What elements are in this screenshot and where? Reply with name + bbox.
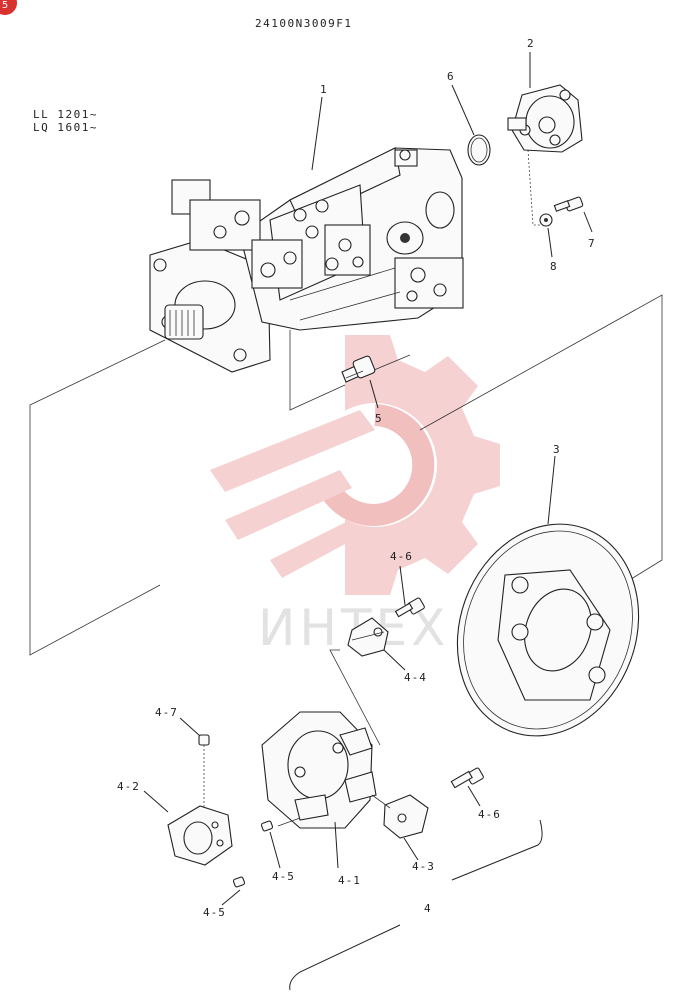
bolt-4-6-upper — [394, 597, 425, 618]
main-pump — [149, 147, 464, 373]
callout-4: 4 — [424, 902, 432, 915]
serial-note-ll: LL 1201~ — [33, 108, 98, 121]
group-4-bracket — [289, 819, 543, 991]
bolt-4-6-lower — [450, 767, 484, 789]
drawing-code: 24100N3009F1 — [255, 17, 352, 30]
callout-4-7: 4-7 — [155, 706, 178, 719]
assembly-outline — [29, 294, 663, 656]
corner-badge-text: 5 — [2, 0, 8, 11]
callout-5: 5 — [375, 412, 383, 425]
hub-4-2 — [167, 805, 233, 866]
callout-4-3: 4-3 — [412, 860, 435, 873]
gear-pump-2 — [507, 84, 583, 153]
callout-4-1: 4-1 — [338, 874, 361, 887]
callout-4-2: 4-2 — [117, 780, 140, 793]
callout-4-4: 4-4 — [404, 671, 427, 684]
screw-4-7 — [198, 734, 210, 746]
pin-4-5-upper — [260, 820, 274, 832]
o-ring-6 — [467, 134, 491, 166]
callout-2: 2 — [527, 37, 535, 50]
callout-7: 7 — [588, 237, 596, 250]
bolt-7 — [553, 196, 584, 212]
corner-badge: 5 — [0, 0, 17, 15]
callout-6: 6 — [447, 70, 455, 83]
callout-4-5-lower: 4-5 — [203, 906, 226, 919]
callout-3: 3 — [553, 443, 561, 456]
callout-4-5-upper: 4-5 — [272, 870, 295, 883]
serial-note-lq: LQ 1601~ — [33, 121, 98, 134]
washer-8 — [539, 213, 553, 227]
drive-plate-3 — [456, 523, 640, 737]
element-4-3 — [383, 794, 429, 839]
callout-4-6-upper: 4-6 — [390, 550, 413, 563]
callout-8: 8 — [550, 260, 558, 273]
pin-4-5-lower — [232, 876, 246, 888]
watermark-logo — [210, 335, 500, 595]
leader-lines — [143, 52, 593, 906]
coupling-4-1 — [261, 711, 377, 829]
callout-4-6-lower: 4-6 — [478, 808, 501, 821]
bolt-5 — [341, 355, 376, 383]
callout-1: 1 — [320, 83, 328, 96]
